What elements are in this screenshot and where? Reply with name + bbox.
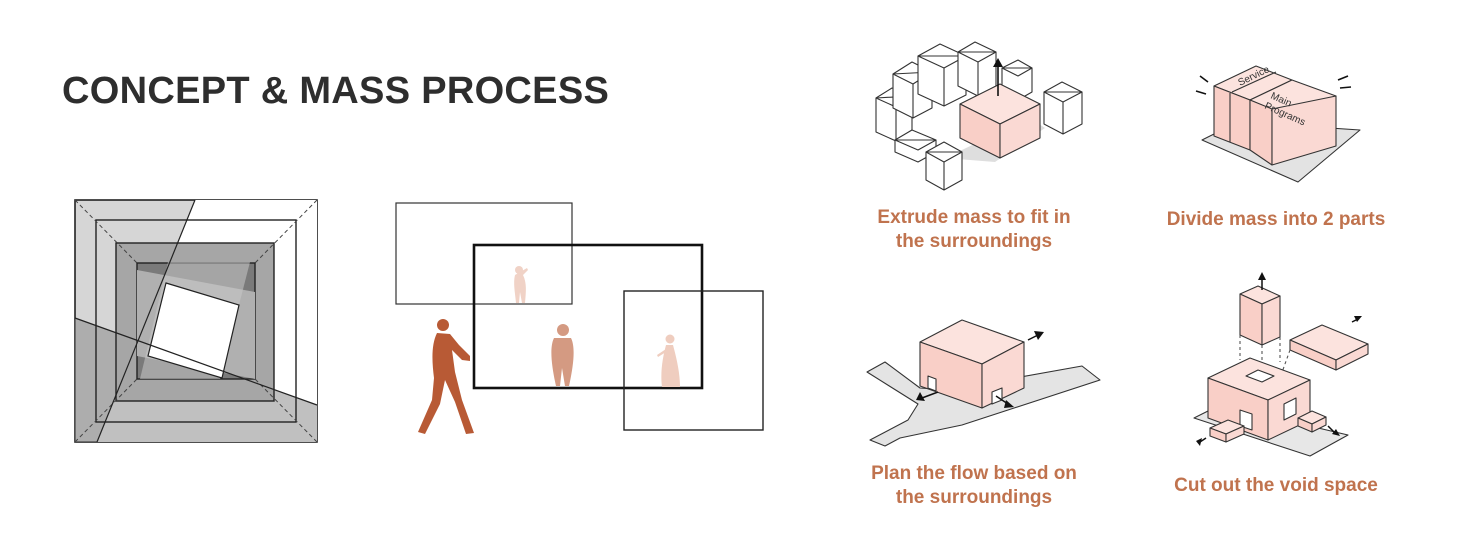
- arrow-icon: [1354, 316, 1362, 322]
- caption-divide: Divide mass into 2 parts: [1146, 208, 1406, 232]
- caption-extrude: Extrude mass to fit in the surroundings: [844, 206, 1104, 254]
- frames-people-diagram: [395, 202, 764, 434]
- step-divide-diagram: Service Main Programs: [1195, 64, 1361, 183]
- caption-line: the surroundings: [895, 487, 1053, 508]
- caption-line: Divide mass into 2 parts: [1166, 209, 1386, 230]
- caption-line: Extrude mass to fit in: [877, 207, 1071, 228]
- caption-void: Cut out the void space: [1146, 474, 1406, 498]
- caption-line: Plan the flow based on: [871, 463, 1077, 484]
- concept-square-diagram: [74, 199, 318, 443]
- step-void-diagram: [1193, 272, 1369, 457]
- ghost-person-icon: [514, 266, 528, 303]
- caption-line: the surroundings: [895, 231, 1053, 252]
- page-title: CONCEPT & MASS PROCESS: [62, 70, 610, 112]
- arrow-up-icon: [993, 58, 1003, 67]
- caption-line: Cut out the void space: [1174, 475, 1378, 496]
- arrow-icon: [1034, 331, 1044, 340]
- caption-flow: Plan the flow based on the surroundings: [844, 462, 1104, 510]
- woman-person-icon: [657, 334, 680, 387]
- arrow-icon: [1196, 438, 1202, 446]
- arrow-up-icon: [1258, 272, 1266, 280]
- arrow-icon: [1004, 400, 1014, 408]
- walking-person-icon: [418, 319, 474, 434]
- arrow-icon: [916, 392, 925, 401]
- standing-person-icon: [551, 324, 574, 386]
- step-extrude-diagram: [875, 41, 1083, 191]
- step-flow-diagram: [866, 319, 1101, 447]
- arrow-icon: [1332, 429, 1340, 436]
